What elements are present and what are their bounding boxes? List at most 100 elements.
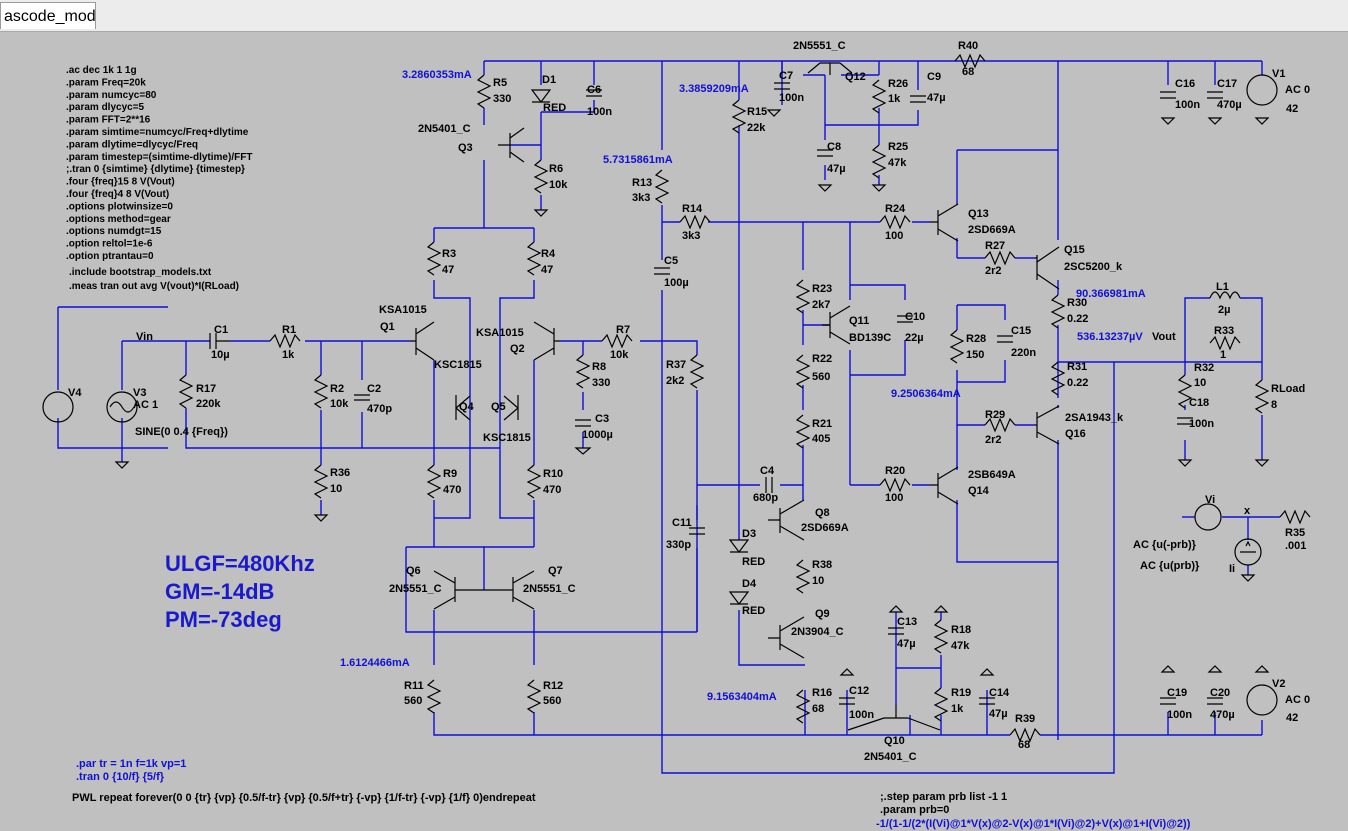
label-r12-val: 560 (543, 695, 561, 707)
directive-line: .param simtime=numcyc/Freq+dlytime (66, 127, 249, 138)
spice-directives: .ac dec 1k 1 1g.param Freq=20k.param num… (66, 65, 252, 292)
label-q1-model: KSA1015 (379, 304, 427, 316)
label-q7: Q7 (548, 565, 563, 577)
label-q14-model: 2SB649A (968, 469, 1016, 481)
label-r18: R18 (951, 624, 971, 636)
label-c12: C12 (849, 685, 869, 697)
par-directive: .par tr = 1n f=1k vp=1 (76, 758, 186, 770)
label-c19: C19 (1167, 687, 1187, 699)
label-r16: R16 (812, 687, 832, 699)
label-r28-val: 150 (966, 349, 984, 361)
directive-line: .param Freq=20k (66, 77, 146, 88)
label-vi: Vi (1205, 494, 1215, 506)
label-q12: Q12 (845, 71, 866, 83)
directive-line: .four {freq}15 8 V(Vout) (66, 177, 175, 188)
label-q15-model: 2SC5200_k (1064, 261, 1123, 273)
label-r29: R29 (985, 409, 1005, 421)
label-v1-ac: AC 0 (1285, 84, 1310, 96)
label-c14-val: 47µ (989, 708, 1008, 720)
bottom-notes: .par tr = 1n f=1k vp=1 .tran 0 {10/f} {5… (72, 758, 1191, 830)
label-r13: R13 (632, 177, 652, 189)
label-r8: R8 (592, 361, 606, 373)
schematic-canvas[interactable]: .ac dec 1k 1 1g.param Freq=20k.param num… (0, 31, 1348, 831)
current-readout: 9.1563404mA (707, 691, 777, 703)
label-r12: R12 (543, 680, 563, 692)
label-q13-model: 2SD669A (968, 224, 1016, 236)
directive-line: .four {freq}4 8 V(Vout) (66, 189, 169, 200)
label-q6-model: 2N5551_C (389, 583, 442, 595)
label-c4-val: 680p (753, 492, 778, 504)
label-v2-val: 42 (1286, 712, 1298, 724)
label-rload-val: 8 (1271, 399, 1277, 411)
directive-line: .param dlytime=dlycyc/Freq (66, 139, 198, 150)
label-v3-sine: SINE(0 0.4 {Freq}) (135, 426, 228, 438)
label-r20: R20 (885, 465, 905, 477)
label-r2: R2 (330, 383, 344, 395)
step-param: ;.step param prb list -1 1 (880, 791, 1007, 803)
label-r24-val: 100 (885, 230, 903, 242)
directive-line: .param numcyc=80 (66, 90, 157, 101)
label-r6-val: 10k (549, 179, 568, 191)
directive-line: .option reltol=1e-6 (66, 239, 153, 250)
label-d3-val: RED (742, 556, 765, 568)
label-r35: R35 (1285, 527, 1305, 539)
pwl-definition: PWL repeat forever(0 0 {tr} {vp} {0.5/f-… (72, 792, 536, 804)
current-readout: 3.3859209mA (679, 83, 749, 95)
label-c18-val: 100n (1189, 418, 1214, 430)
label-ii-ac: AC {u(prb)} (1140, 560, 1200, 572)
label-r19-val: 1k (951, 703, 964, 715)
label-q2-model: KSA1015 (476, 327, 524, 339)
label-q3: Q3 (458, 142, 473, 154)
label-r5: R5 (493, 77, 507, 89)
tab-schematic[interactable]: ascode_mod (0, 2, 96, 29)
label-q15: Q15 (1064, 244, 1085, 256)
inductor-l1 (1209, 291, 1241, 300)
label-r25-val: 47k (888, 157, 907, 169)
capacitors (209, 82, 1223, 705)
label-c5-val: 100µ (664, 277, 689, 289)
label-q8: Q8 (815, 507, 830, 519)
label-d1: D1 (542, 74, 556, 86)
label-ii: Ii (1229, 563, 1235, 575)
label-r32: R32 (1194, 362, 1214, 374)
label-r14-val: 3k3 (682, 230, 700, 242)
label-r32-val: 10 (1194, 377, 1206, 389)
label-c17-val: 470µ (1217, 99, 1242, 111)
label-r22-val: 560 (812, 371, 830, 383)
label-c10-val: 22µ (905, 332, 924, 344)
label-r4-val: 47 (541, 264, 553, 276)
label-r9: R9 (443, 468, 457, 480)
current-readout: 90.366981mA (1076, 288, 1146, 300)
label-vout: Vout (1152, 331, 1176, 343)
label-r25: R25 (888, 141, 908, 153)
label-q12-model: 2N5551_C (793, 40, 846, 52)
label-c10: C10 (905, 311, 925, 323)
label-v3-val: AC 1 (133, 399, 158, 411)
label-c19-val: 100n (1167, 709, 1192, 721)
label-c5: C5 (664, 255, 678, 267)
label-r9-val: 470 (443, 484, 461, 496)
label-r35-val: .001 (1285, 540, 1306, 552)
label-r1-val: 1k (282, 349, 295, 361)
label-r29-val: 2r2 (985, 434, 1002, 446)
label-r27: R27 (985, 240, 1005, 252)
label-r14: R14 (682, 203, 703, 215)
label-c15-val: 220n (1011, 347, 1036, 359)
label-r7-val: 10k (610, 349, 629, 361)
label-r10-val: 470 (543, 484, 561, 496)
label-rload: RLoad (1271, 383, 1305, 395)
label-r11-val: 560 (404, 695, 422, 707)
label-l1-val: 2µ (1218, 304, 1230, 316)
label-c6-val: 100n (587, 106, 612, 118)
label-q9-model: 2N3904_C (791, 626, 844, 638)
label-r36-val: 10 (330, 483, 342, 495)
label-r33-val: 1 (1220, 349, 1226, 361)
directive-line: .options plotwinsize=0 (66, 201, 173, 212)
label-r5-val: 330 (493, 93, 511, 105)
label-r21: R21 (812, 418, 832, 430)
label-r27-val: 2r2 (985, 265, 1002, 277)
label-r2-val: 10k (330, 398, 349, 410)
directive-line: .param timestep=(simtime-dlytime)/FFT (66, 152, 252, 163)
label-q5: Q5 (491, 401, 506, 413)
label-r18-val: 47k (951, 640, 970, 652)
